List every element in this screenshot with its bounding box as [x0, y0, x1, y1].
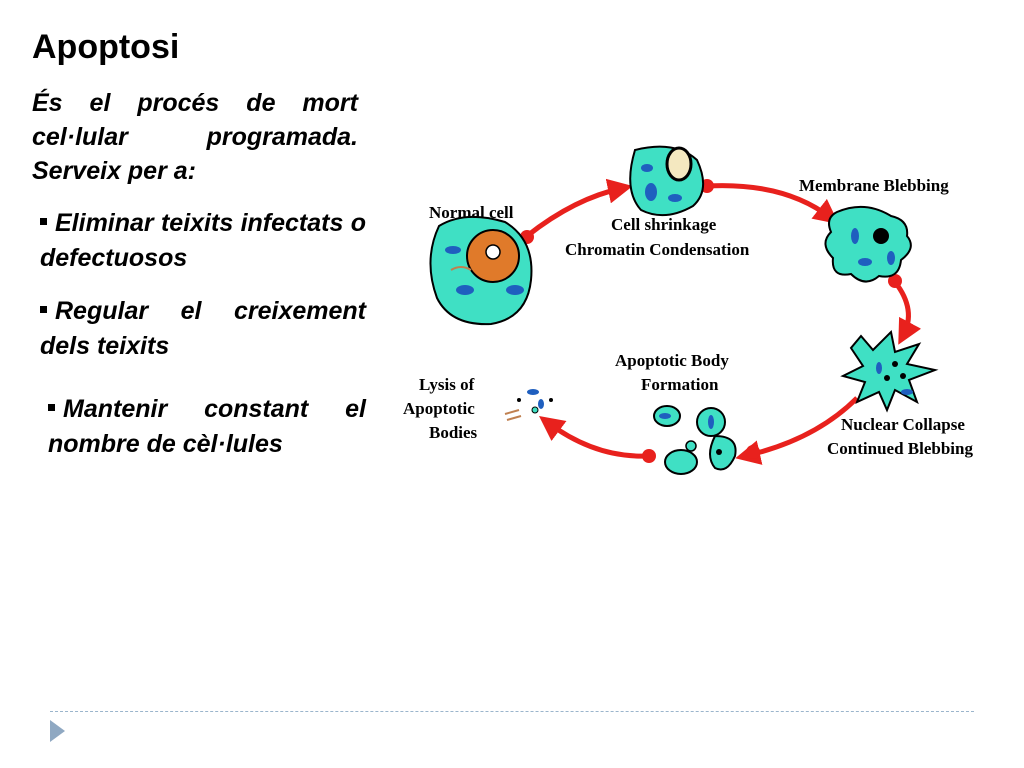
label-normal-cell: Normal cell [429, 203, 514, 222]
slide-title: Apoptosi [32, 28, 180, 66]
apoptosis-cycle-diagram: Normal cell Cell shrinkage Chromatin Con… [403, 145, 973, 475]
footer-divider [50, 711, 974, 712]
label-shrinkage-1: Cell shrinkage [611, 215, 717, 234]
arrow-joint-dots [520, 179, 902, 463]
label-body-1: Apoptotic Body [615, 351, 729, 370]
square-bullet-icon [40, 217, 47, 225]
bullet-text-2: Regular el creixement dels teixits [40, 297, 366, 360]
label-blebbing: Membrane Blebbing [799, 176, 949, 195]
apoptotic-bodies-icon [653, 405, 737, 475]
lysis-debris-icon [504, 389, 553, 421]
collapsed-cell-icon [840, 329, 939, 413]
label-body-2: Formation [641, 375, 719, 394]
blebbing-cell-icon [824, 205, 912, 283]
bullet-item-2: Regular el creixement dels teixits [40, 294, 366, 364]
arrow-blebbing-to-collapse [893, 280, 922, 345]
normal-cell-icon [429, 215, 533, 326]
intro-text: És el procés de mort cel·lular programad… [32, 89, 358, 185]
label-collapse-2: Continued Blebbing [827, 439, 973, 458]
label-lysis-2: Apoptotic [403, 399, 475, 418]
triangle-right-icon[interactable] [50, 720, 65, 742]
bullet-text-1: Eliminar teixits infectats o defectuosos [40, 209, 366, 272]
label-shrinkage-2: Chromatin Condensation [565, 240, 750, 259]
arrow-shrinkage-to-blebbing [706, 183, 839, 225]
bullet-text-3: Mantenir constant el nombre de cèl·lules [48, 395, 366, 458]
label-lysis-3: Bodies [429, 423, 478, 442]
bullet-item-3: Mantenir constant el nombre de cèl·lules [48, 392, 366, 462]
arrow-normal-to-shrinkage [525, 178, 633, 238]
label-lysis-1: Lysis of [419, 375, 475, 394]
bullet-item-1: Eliminar teixits infectats o defectuosos [40, 206, 366, 276]
label-collapse-1: Nuclear Collapse [841, 415, 965, 434]
shrunken-cell-icon [629, 145, 704, 217]
arrow-body-to-lysis [538, 416, 648, 459]
square-bullet-icon [40, 305, 47, 313]
arrow-collapse-to-body [735, 396, 859, 465]
square-bullet-icon [48, 403, 55, 411]
